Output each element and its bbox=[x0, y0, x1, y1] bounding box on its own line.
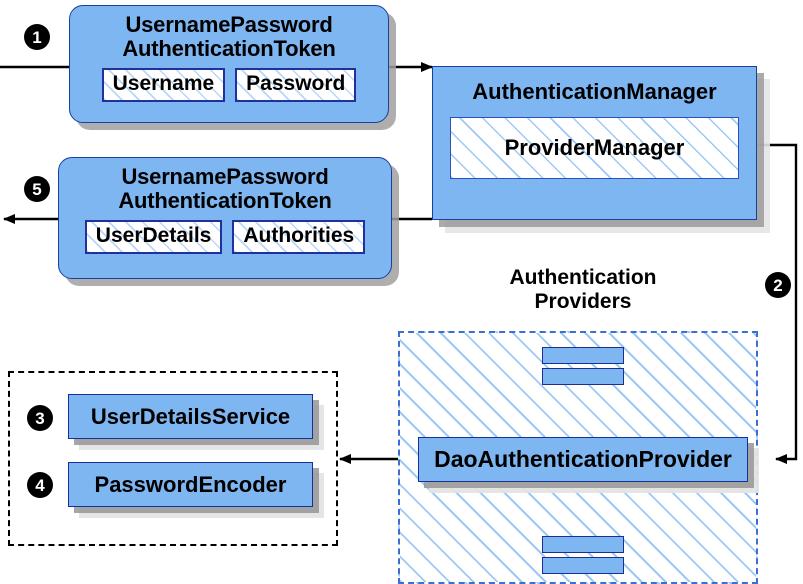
badge-step-1-label: 1 bbox=[32, 27, 42, 47]
badge-step-5-label: 5 bbox=[32, 179, 42, 199]
badge-step-2: 2 bbox=[765, 272, 791, 298]
request-token-fields: Username Password bbox=[70, 68, 388, 103]
request-token-title-line2: AuthenticationToken bbox=[122, 35, 336, 61]
user-details-service-card[interactable]: UserDetailsService bbox=[68, 394, 313, 439]
request-token-title-line1: UsernamePassword bbox=[125, 12, 333, 37]
collapsed-provider-top-1[interactable] bbox=[542, 347, 624, 364]
badge-step-3-label: 3 bbox=[35, 408, 45, 428]
password-encoder-card[interactable]: PasswordEncoder bbox=[68, 462, 313, 507]
authentication-manager-title: AuthenticationManager bbox=[472, 79, 717, 104]
field-authorities[interactable]: Authorities bbox=[232, 220, 366, 255]
response-token-fields: UserDetails Authorities bbox=[59, 220, 391, 255]
provider-manager-box[interactable]: ProviderManager bbox=[450, 117, 739, 179]
authentication-manager-card[interactable]: AuthenticationManager ProviderManager bbox=[432, 66, 757, 220]
badge-step-2-label: 2 bbox=[773, 275, 783, 295]
response-token-title: UsernamePassword AuthenticationToken bbox=[59, 158, 391, 212]
field-username[interactable]: Username bbox=[101, 68, 226, 103]
badge-step-5: 5 bbox=[24, 176, 50, 202]
field-userdetails[interactable]: UserDetails bbox=[84, 220, 223, 255]
line-manager-to-provider bbox=[757, 143, 798, 464]
request-token-title: UsernamePassword AuthenticationToken bbox=[70, 6, 388, 60]
collapsed-provider-bottom-1[interactable] bbox=[542, 536, 624, 553]
request-token-card[interactable]: UsernamePassword AuthenticationToken Use… bbox=[69, 5, 389, 123]
authentication-providers-title: Authentication Providers bbox=[458, 266, 708, 313]
dao-authentication-provider-card[interactable]: DaoAuthenticationProvider bbox=[418, 437, 748, 482]
response-token-card[interactable]: UsernamePassword AuthenticationToken Use… bbox=[58, 157, 392, 279]
badge-step-3: 3 bbox=[27, 405, 53, 431]
collapsed-provider-top-2[interactable] bbox=[542, 368, 624, 385]
response-token-title-line2: AuthenticationToken bbox=[118, 187, 332, 213]
field-password[interactable]: Password bbox=[235, 68, 357, 103]
authentication-providers-title-line2: Providers bbox=[534, 289, 632, 313]
authentication-providers-title-line1: Authentication bbox=[509, 266, 657, 289]
response-token-title-line1: UsernamePassword bbox=[121, 164, 329, 189]
badge-step-1: 1 bbox=[24, 24, 50, 50]
collapsed-provider-bottom-2[interactable] bbox=[542, 557, 624, 574]
badge-step-4-label: 4 bbox=[35, 475, 45, 495]
dependencies-group bbox=[8, 371, 338, 546]
badge-step-4: 4 bbox=[27, 472, 53, 498]
